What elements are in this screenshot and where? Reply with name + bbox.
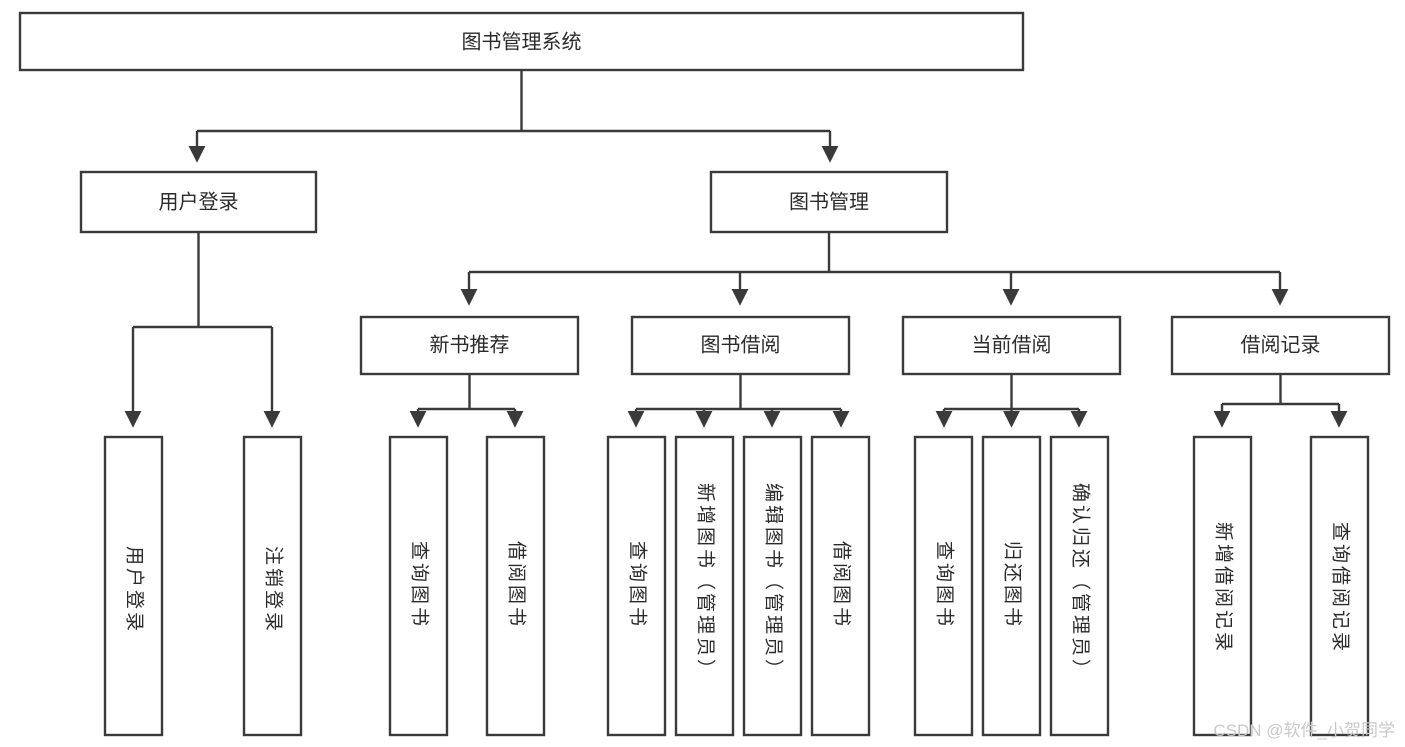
leaf-add-borrow-record-label: 新增借阅记录 bbox=[1212, 522, 1234, 654]
leaf-add-borrow-record-box bbox=[1192, 435, 1253, 737]
leaf-return-book[interactable]: 归还图书 bbox=[981, 435, 1042, 737]
node-borrow-record[interactable]: 借阅记录 bbox=[1170, 315, 1391, 376]
leaf-query-book-2[interactable]: 查询图书 bbox=[606, 435, 667, 737]
leaf-query-book-1[interactable]: 查询图书 bbox=[388, 435, 449, 737]
node-new-book-recommend[interactable]: 新书推荐 bbox=[359, 315, 580, 376]
leaf-edit-book[interactable]: 编辑图书（管理员） bbox=[742, 435, 803, 737]
node-root-box bbox=[18, 11, 1025, 72]
leaf-query-book-1-label: 查询图书 bbox=[408, 541, 430, 629]
leaf-user-login[interactable]: 用户登录 bbox=[103, 435, 164, 737]
leaf-query-book-3[interactable]: 查询图书 bbox=[913, 435, 974, 737]
leaf-return-book-label: 归还图书 bbox=[1001, 541, 1023, 629]
leaf-return-book-box bbox=[981, 435, 1042, 737]
leaf-borrow-book-1-label: 借阅图书 bbox=[505, 541, 527, 629]
leaf-query-book-2-box bbox=[606, 435, 667, 737]
leaf-borrow-book-1-box bbox=[485, 435, 546, 737]
node-root-label: 图书管理系统 bbox=[462, 30, 582, 53]
leaf-query-borrow-record[interactable]: 查询借阅记录 bbox=[1309, 435, 1370, 737]
leaf-logout-login-box bbox=[242, 435, 303, 737]
node-user-login[interactable]: 用户登录 bbox=[79, 170, 318, 234]
leaf-confirm-return[interactable]: 确认归还（管理员） bbox=[1049, 435, 1110, 737]
leaf-user-login-box bbox=[103, 435, 164, 737]
leaf-query-book-1-box bbox=[388, 435, 449, 737]
csdn-watermark: CSDN @软件_小贺同学 bbox=[1213, 721, 1395, 740]
leaf-user-login-label: 用户登录 bbox=[123, 546, 145, 634]
node-book-management-label: 图书管理 bbox=[789, 190, 869, 213]
node-book-management[interactable]: 图书管理 bbox=[709, 170, 949, 234]
node-book-borrow-box bbox=[630, 315, 851, 376]
leaf-add-book-box bbox=[674, 435, 735, 737]
leaf-query-borrow-record-label: 查询借阅记录 bbox=[1329, 522, 1351, 654]
node-book-borrow[interactable]: 图书借阅 bbox=[630, 315, 851, 376]
node-current-borrow[interactable]: 当前借阅 bbox=[901, 315, 1122, 376]
node-book-borrow-label: 图书借阅 bbox=[701, 333, 781, 356]
leaf-query-book-3-label: 查询图书 bbox=[933, 541, 955, 629]
leaf-edit-book-box bbox=[742, 435, 803, 737]
node-user-login-label: 用户登录 bbox=[159, 190, 239, 213]
leaf-query-book-2-label: 查询图书 bbox=[626, 541, 648, 629]
leaf-borrow-book-1[interactable]: 借阅图书 bbox=[485, 435, 546, 737]
node-current-borrow-box bbox=[901, 315, 1122, 376]
leaf-query-borrow-record-box bbox=[1309, 435, 1370, 737]
leaf-logout-login[interactable]: 注销登录 bbox=[242, 435, 303, 737]
node-new-book-recommend-box bbox=[359, 315, 580, 376]
leaf-add-book-label: 新增图书（管理员） bbox=[694, 483, 716, 681]
node-new-book-recommend-label: 新书推荐 bbox=[430, 333, 510, 356]
leaf-add-borrow-record[interactable]: 新增借阅记录 bbox=[1192, 435, 1253, 737]
leaf-confirm-return-label: 确认归还（管理员） bbox=[1069, 483, 1091, 681]
node-current-borrow-label: 当前借阅 bbox=[972, 333, 1052, 356]
leaf-logout-login-label: 注销登录 bbox=[262, 546, 284, 634]
node-borrow-record-label: 借阅记录 bbox=[1241, 333, 1321, 356]
leaf-borrow-book-2-label: 借阅图书 bbox=[830, 541, 852, 629]
node-book-management-box bbox=[709, 170, 949, 234]
node-root[interactable]: 图书管理系统 bbox=[18, 11, 1025, 72]
leaf-add-book[interactable]: 新增图书（管理员） bbox=[674, 435, 735, 737]
leaf-edit-book-label: 编辑图书（管理员） bbox=[762, 483, 784, 681]
leaf-borrow-book-2-box bbox=[810, 435, 871, 737]
leaf-confirm-return-box bbox=[1049, 435, 1110, 737]
node-borrow-record-box bbox=[1170, 315, 1391, 376]
leaf-borrow-book-2[interactable]: 借阅图书 bbox=[810, 435, 871, 737]
leaf-query-book-3-box bbox=[913, 435, 974, 737]
